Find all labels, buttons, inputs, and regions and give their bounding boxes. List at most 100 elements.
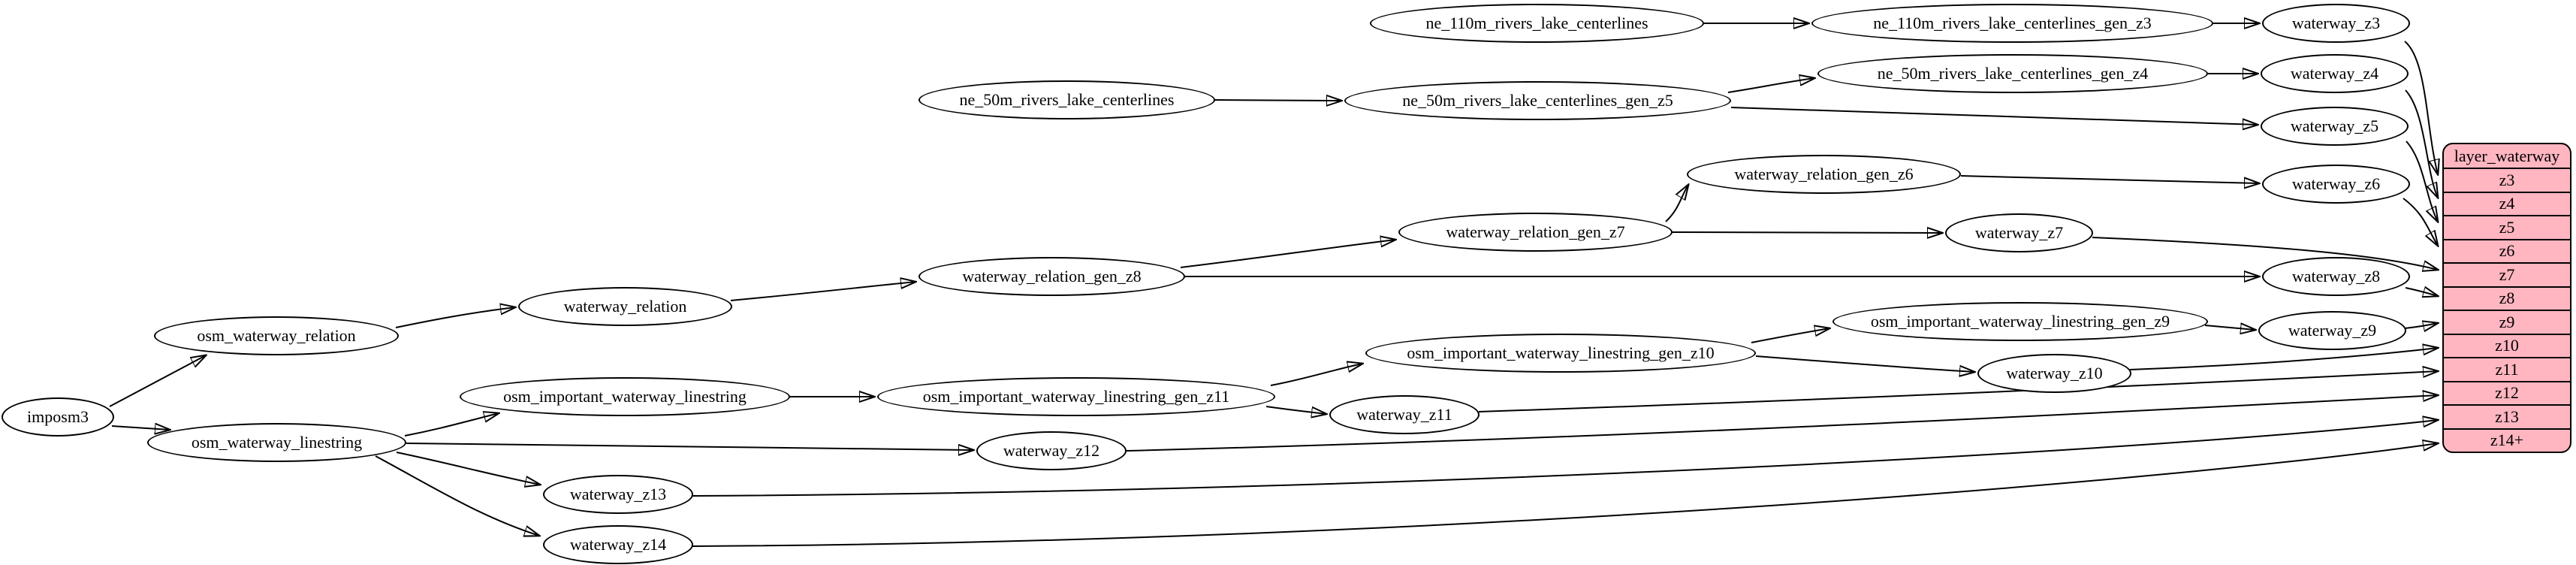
edge-waterway_relation_gen_z7-waterway_relation_gen_z6 <box>1665 185 1688 222</box>
edge-waterway_z9-row_z9 <box>2404 323 2438 328</box>
table-row-z4: z4 <box>2444 191 2570 216</box>
node-waterway-z8: waterway_z8 <box>2262 257 2410 296</box>
edge-gen_z9-waterway_z9 <box>2204 325 2255 330</box>
edge-osm_waterway_linestring-waterway_z12 <box>406 443 973 450</box>
node-label: waterway_z13 <box>569 485 667 503</box>
edge-waterway_z4-row_z4 <box>2405 89 2438 198</box>
node-label: waterway_z8 <box>2291 267 2381 286</box>
table-header: layer_waterway <box>2454 146 2560 165</box>
edge-waterway_relation-waterway_relation_gen_z8 <box>730 282 915 301</box>
layer-waterway-table: layer_waterway z3 z4 z5 z6 z7 z8 z9 z10 … <box>2442 143 2571 453</box>
node-waterway-z7: waterway_z7 <box>1945 213 2093 252</box>
node-waterway-relation-gen-z7: waterway_relation_gen_z7 <box>1398 213 1673 252</box>
node-osm-important-waterway-linestring-gen-z11: osm_important_waterway_linestring_gen_z1… <box>877 377 1275 416</box>
node-osm-waterway-relation: osm_waterway_relation <box>154 316 399 355</box>
table-row-z5: z5 <box>2444 215 2570 239</box>
table-row-z6: z6 <box>2444 238 2570 263</box>
table-row-z10: z10 <box>2444 333 2570 358</box>
edge-waterway_relation_gen_z6-waterway_z6 <box>1960 175 2259 183</box>
node-label: waterway_relation_gen_z6 <box>1734 165 1914 183</box>
node-ne-50m-rivers-lake-centerlines-gen-z4: ne_50m_rivers_lake_centerlines_gen_z4 <box>1817 54 2208 93</box>
node-waterway-z10: waterway_z10 <box>1977 354 2131 393</box>
edge-waterway_z13-row_z13 <box>692 420 2438 497</box>
table-row-z8: z8 <box>2444 286 2570 310</box>
node-label: waterway_z3 <box>2291 14 2381 32</box>
node-label: waterway_z12 <box>1003 441 1100 460</box>
node-waterway-relation-gen-z8: waterway_relation_gen_z8 <box>918 257 1185 296</box>
table-row-z7: z7 <box>2444 262 2570 286</box>
node-osm-important-waterway-linestring-gen-z10: osm_important_waterway_linestring_gen_z1… <box>1365 334 1756 373</box>
edge-waterway_z14-row_z14 <box>692 443 2438 547</box>
table-row-z9: z9 <box>2444 310 2570 334</box>
node-label: waterway_relation <box>563 297 687 316</box>
edge-waterway_z7-row_z7 <box>2092 237 2438 270</box>
node-waterway-z13: waterway_z13 <box>543 475 693 514</box>
table-row-z13: z13 <box>2444 404 2570 428</box>
node-waterway-z5: waterway_z5 <box>2261 107 2409 146</box>
edge-gen_z5-waterway_z5 <box>1730 107 2258 125</box>
node-label: osm_important_waterway_linestring <box>503 387 747 406</box>
node-label: waterway_z7 <box>1974 223 2064 242</box>
node-label: waterway_z10 <box>2006 364 2103 382</box>
edge-waterway_z12-row_z12 <box>1126 395 2438 452</box>
node-label: osm_important_waterway_linestring_gen_z1… <box>922 387 1230 406</box>
edge-imposm3-osm_waterway_relation <box>109 355 206 407</box>
node-label: osm_important_waterway_linestring_gen_z9 <box>1870 312 2170 331</box>
node-label: waterway_z6 <box>2291 174 2381 193</box>
node-label: imposm3 <box>27 407 89 426</box>
node-label: waterway_z4 <box>2290 64 2379 83</box>
node-waterway-z6: waterway_z6 <box>2262 165 2410 204</box>
edge-gen_z5-gen_z4 <box>1727 78 1814 93</box>
node-label: waterway_z9 <box>2288 321 2377 340</box>
node-waterway-z11: waterway_z11 <box>1329 395 1480 434</box>
node-ne-50m-rivers-lake-centerlines-gen-z5: ne_50m_rivers_lake_centerlines_gen_z5 <box>1344 81 1731 120</box>
node-ne-110m-rivers-lake-centerlines: ne_110m_rivers_lake_centerlines <box>1370 4 1704 43</box>
edge-gen_z11-gen_z10 <box>1270 364 1362 386</box>
table-row-z11: z11 <box>2444 357 2570 381</box>
edge-waterway_z11-row_z11 <box>1478 371 2438 412</box>
node-waterway-relation: waterway_relation <box>518 287 732 326</box>
table-row-z14plus: z14+ <box>2444 428 2570 452</box>
node-label: ne_110m_rivers_lake_centerlines <box>1425 14 1648 32</box>
node-label: osm_important_waterway_linestring_gen_z1… <box>1407 343 1715 362</box>
node-waterway-z3: waterway_z3 <box>2262 4 2410 43</box>
node-ne-110m-rivers-lake-centerlines-gen-z3: ne_110m_rivers_lake_centerlines_gen_z3 <box>1811 4 2213 43</box>
edge-gen_z11-waterway_z11 <box>1265 406 1326 414</box>
node-label: waterway_z14 <box>569 535 667 554</box>
node-waterway-z9: waterway_z9 <box>2258 311 2406 350</box>
node-osm-important-waterway-linestring-gen-z9: osm_important_waterway_linestring_gen_z9 <box>1832 302 2208 341</box>
edge-waterway_z6-row_z6 <box>2403 198 2438 246</box>
node-label: ne_110m_rivers_lake_centerlines_gen_z3 <box>1873 14 2152 32</box>
edge-osm_waterway_relation-waterway_relation <box>395 307 515 328</box>
edge-waterway_z3-row_z3 <box>2404 41 2438 174</box>
node-waterway-relation-gen-z6: waterway_relation_gen_z6 <box>1687 155 1961 194</box>
edge-osm_waterway_linestring-waterway_z14 <box>375 455 539 536</box>
node-label: waterway_relation_gen_z8 <box>962 267 1142 286</box>
edge-imposm3-osm_waterway_linestring <box>111 426 170 430</box>
node-osm-important-waterway-linestring: osm_important_waterway_linestring <box>460 377 790 416</box>
node-imposm3: imposm3 <box>2 397 114 437</box>
node-label: ne_50m_rivers_lake_centerlines <box>959 90 1175 109</box>
node-ne-50m-rivers-lake-centerlines: ne_50m_rivers_lake_centerlines <box>918 80 1215 119</box>
table-row-z3: z3 <box>2444 168 2570 192</box>
edge-ne_50m-gen_z5 <box>1214 100 1341 101</box>
node-label: osm_waterway_linestring <box>191 433 363 452</box>
node-label: waterway_relation_gen_z7 <box>1446 222 1625 241</box>
node-label: ne_50m_rivers_lake_centerlines_gen_z4 <box>1877 64 2149 83</box>
edge-waterway_relation_gen_z7-waterway_z7 <box>1672 232 1942 233</box>
node-label: waterway_z11 <box>1356 405 1452 424</box>
table-row-z12: z12 <box>2444 380 2570 405</box>
edge-waterway_relation_gen_z8-waterway_relation_gen_z7 <box>1180 240 1395 268</box>
node-waterway-z14: waterway_z14 <box>543 525 693 564</box>
edge-gen_z10-waterway_z10 <box>1755 355 1974 372</box>
node-waterway-z12: waterway_z12 <box>976 431 1127 470</box>
node-label: waterway_z5 <box>2290 116 2379 135</box>
edge-waterway_z5-row_z5 <box>2406 140 2438 222</box>
edge-gen_z10-gen_z9 <box>1751 328 1829 343</box>
edge-waterway_z8-row_z8 <box>2405 288 2438 296</box>
node-label: ne_50m_rivers_lake_centerlines_gen_z5 <box>1402 91 1673 110</box>
edge-waterway_z10-row_z10 <box>2129 348 2438 370</box>
node-osm-waterway-linestring: osm_waterway_linestring <box>147 423 406 462</box>
